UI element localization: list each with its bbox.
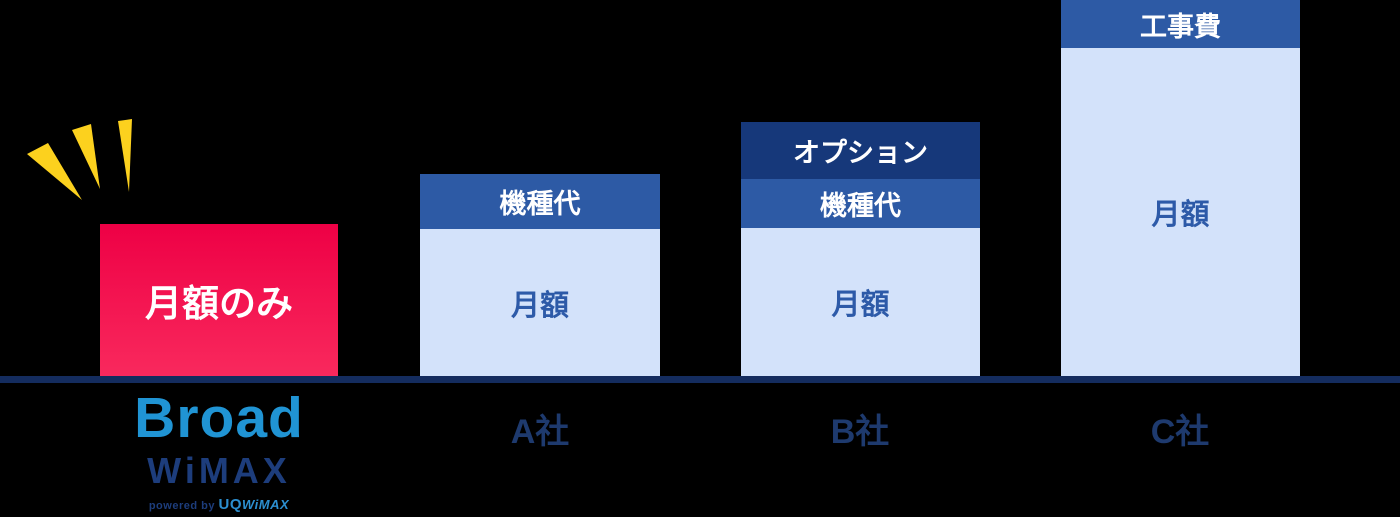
bar-a-segment-device-fee: 機種代 — [420, 174, 660, 229]
axis-label-company-b: B社 — [830, 413, 890, 451]
bar-b-segment-option: オプション — [741, 122, 980, 179]
bar-b-segment-monthly: 月額 — [741, 228, 980, 376]
bar-c-construction-fee-label: 工事費 — [1140, 11, 1221, 42]
bar-c-monthly-label: 月額 — [1151, 199, 1210, 231]
bar-c-segment-construction-fee: 工事費 — [1061, 0, 1300, 48]
bar-company-a: 機種代 月額 — [420, 174, 660, 376]
bar-b-segment-device-fee: 機種代 — [741, 179, 980, 228]
bar-b-device-fee-label: 機種代 — [820, 191, 901, 221]
bar-broad-wimax: 月額のみ — [100, 224, 338, 376]
logo-powered-by: powered by UQWiMAX — [100, 497, 338, 512]
bar-company-b: オプション 機種代 月額 — [741, 122, 980, 376]
bar-a-segment-monthly: 月額 — [420, 229, 660, 376]
axis-label-company-c: C社 — [1150, 413, 1210, 451]
bar-company-c: 工事費 月額 — [1061, 0, 1300, 376]
logo-powered-by-text: powered by — [148, 500, 219, 512]
sparkle-emphasis-icon — [27, 119, 132, 200]
bar-a-device-fee-label: 機種代 — [499, 189, 581, 219]
bar-broad-segment-monthly-only: 月額のみ — [100, 224, 338, 376]
bar-c-segment-monthly: 月額 — [1061, 48, 1300, 376]
bar-broad-label: 月額のみ — [145, 283, 293, 324]
logo-uq-text: UQ — [218, 496, 243, 513]
logo-uq-wimax-text: WiMAX — [242, 497, 290, 512]
logo-broad-text: Broad — [134, 386, 304, 450]
bar-a-monthly-label: 月額 — [510, 289, 569, 322]
axis-label-company-a: A社 — [510, 413, 570, 451]
logo-wimax-text: WiMAX — [147, 450, 291, 491]
bar-b-monthly-label: 月額 — [831, 289, 890, 321]
broad-wimax-logo: Broad WiMAX powered by UQWiMAX — [100, 386, 338, 513]
axis-baseline — [0, 376, 1400, 383]
bar-b-option-label: オプション — [793, 138, 928, 168]
